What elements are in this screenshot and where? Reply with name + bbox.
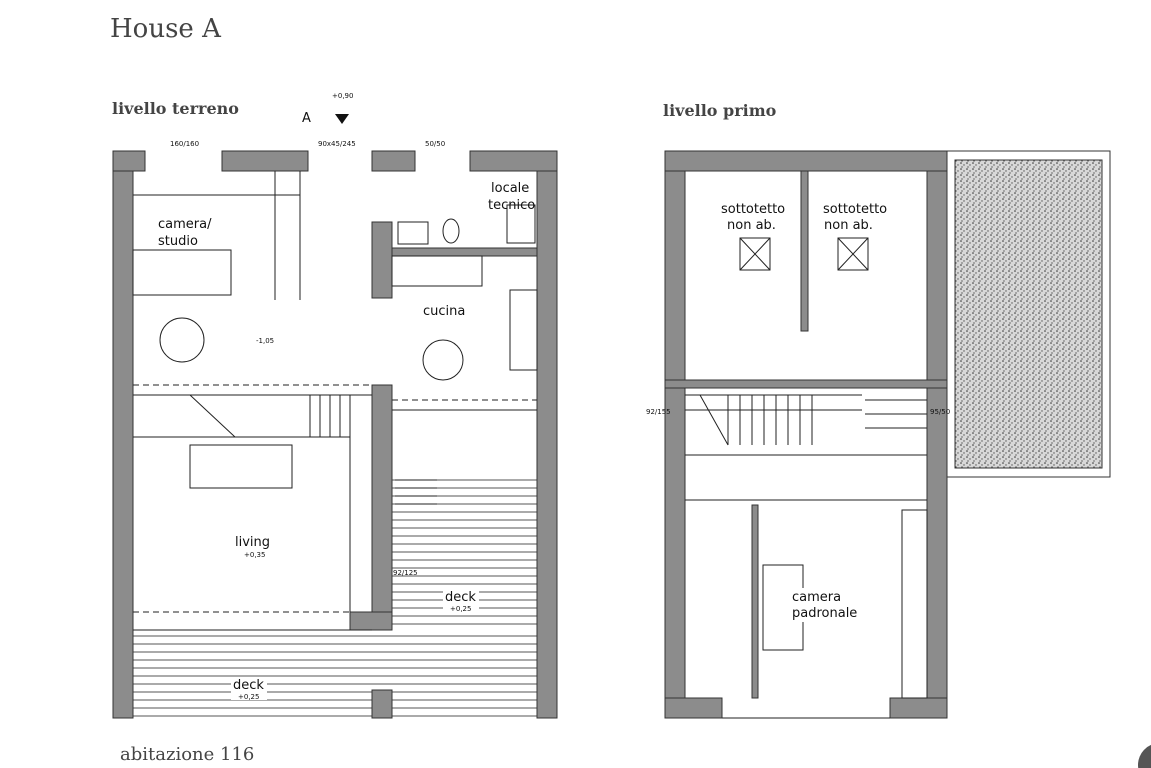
dim-right: 95/50 [930, 408, 950, 416]
room-label-sottotetto-a: sottotetto [721, 202, 785, 217]
room-label-camera-padronale: camera [792, 590, 841, 605]
room-label-camera: camera/ [158, 217, 212, 232]
dim-window-right: 50/50 [425, 140, 445, 148]
room-label-locale: locale [491, 181, 529, 196]
kitchen-table [422, 339, 464, 381]
first-floor-plan: sottotetto non ab. sottotetto non ab. ca… [646, 150, 1111, 719]
room-label-studio: studio [158, 234, 198, 249]
first-floor-heading: livello primo [663, 101, 777, 120]
footer-text: abitazione 116 [120, 744, 254, 765]
deck-bottom-level: +0,25 [238, 693, 259, 701]
dim-door: 90x45/245 [318, 140, 356, 148]
section-mark: A [302, 111, 311, 126]
ground-floor-plan: A +0,90 camera/ [112, 92, 558, 719]
dim-side-window: 92/125 [393, 569, 418, 577]
deck-bottom [133, 635, 537, 717]
living-level: +0,35 [244, 551, 265, 559]
room-label-tecnico: tecnico [488, 198, 535, 213]
section-arrow-icon [335, 114, 349, 124]
dim-left: 92/155 [646, 408, 671, 416]
ground-floor-heading: livello terreno [112, 99, 239, 118]
dining-table [159, 317, 205, 363]
room-label-deck-right: deck [445, 590, 476, 605]
room-label-non-ab-a: non ab. [727, 218, 776, 233]
entry-level: +0,90 [332, 92, 353, 100]
dining-level: -1,05 [256, 337, 274, 345]
roof-gravel [954, 159, 1103, 469]
room-label-living: living [235, 535, 270, 550]
corner-mark [1138, 744, 1151, 768]
dim-window-left: 160/160 [170, 140, 199, 148]
room-label-padronale: padronale [792, 606, 857, 621]
room-label-deck-bottom: deck [233, 678, 264, 693]
sheet-title: House A [110, 14, 222, 44]
room-label-sottotetto-b: sottotetto [823, 202, 887, 217]
room-label-cucina: cucina [423, 304, 465, 319]
deck-right-level: +0,25 [450, 605, 471, 613]
room-label-non-ab-b: non ab. [824, 218, 873, 233]
